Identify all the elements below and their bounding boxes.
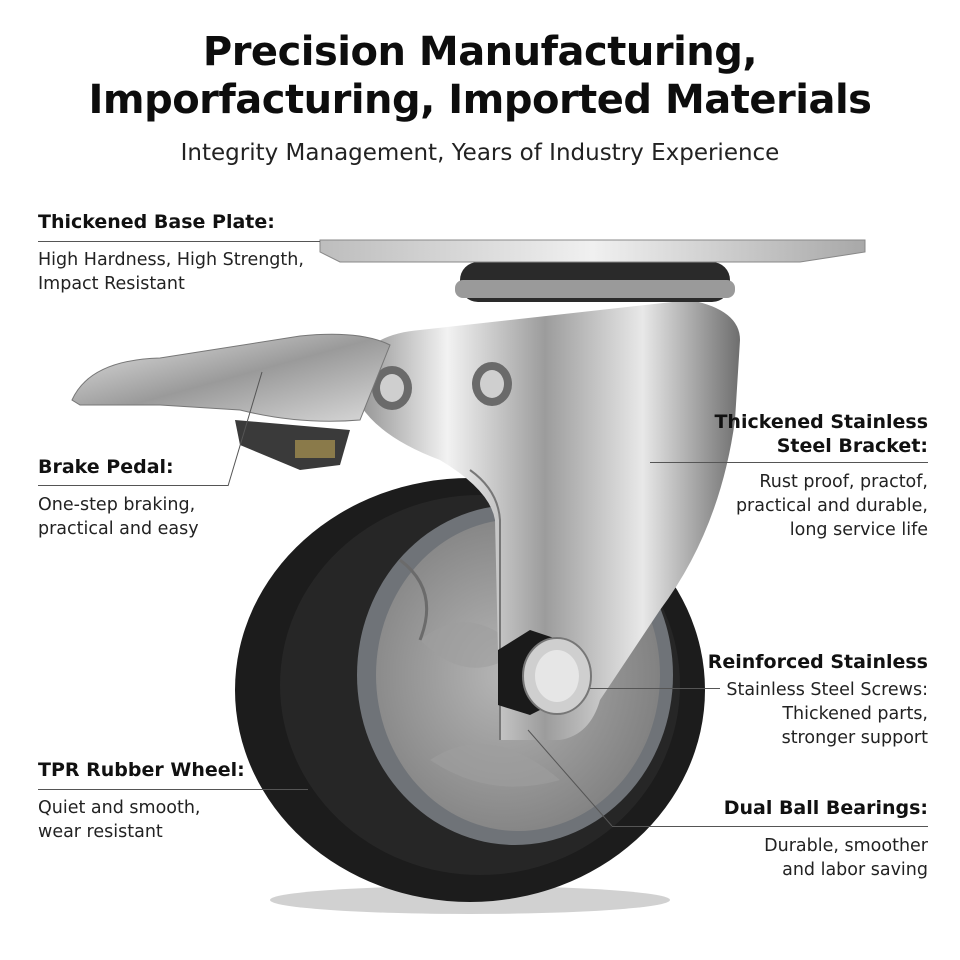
callout-heading: Steel Bracket:: [776, 435, 928, 457]
callout-text: wear resistant: [38, 822, 163, 842]
callout-text: Rust proof, practof,: [759, 472, 928, 492]
callout-brake-pedal: Brake Pedal: One-step braking, practical…: [38, 455, 199, 541]
callout-heading: Reinforced Stainless: [707, 651, 928, 673]
brake-pedal: [71, 333, 391, 470]
callout-text: Durable, smoother: [764, 836, 928, 856]
callout-text: Thickened parts,: [782, 704, 928, 724]
callout-heading: Dual Ball Bearings:: [723, 797, 928, 819]
callout-screws: Reinforced Stainless Stainless Steel Scr…: [708, 650, 928, 750]
leader-line: [38, 485, 228, 486]
callout-bearings: Dual Ball Bearings: Durable, smoother an…: [724, 796, 928, 882]
callout-heading: Thickened Base Plate:: [38, 211, 275, 233]
steel-bracket: [350, 262, 740, 740]
leader-line: [650, 462, 928, 463]
base-plate: [319, 239, 866, 263]
callout-tpr-wheel: TPR Rubber Wheel: Quiet and smooth, wear…: [38, 758, 245, 844]
title-line-1: Precision Manufacturing,: [202, 29, 758, 75]
callout-text: Quiet and smooth,: [38, 798, 201, 818]
callout-heading: Brake Pedal:: [38, 456, 174, 478]
callout-text: Stainless Steel Screws:: [726, 680, 928, 700]
leader-line: [527, 729, 613, 827]
callout-text: practical and durable,: [735, 496, 928, 516]
callout-text: long service life: [789, 520, 928, 540]
title-line-2: Imporfacturing, Imported Materials: [88, 77, 872, 123]
leader-line: [590, 688, 720, 689]
callout-heading: Thickened Stainless: [714, 411, 928, 433]
leader-line: [612, 826, 928, 827]
leader-line: [227, 371, 263, 487]
callout-text: practical and easy: [38, 519, 199, 539]
callout-text: and labor saving: [782, 860, 928, 880]
callout-text: High Hardness, High Strength,: [38, 250, 304, 270]
axle-screw: [498, 630, 592, 715]
callout-text: stronger support: [781, 728, 928, 748]
page-subtitle: Integrity Management, Years of Industry …: [180, 140, 780, 166]
callout-bracket: Thickened Stainless Steel Bracket: Rust …: [714, 410, 928, 542]
callout-text: Impact Resistant: [38, 274, 185, 294]
page-title: Precision Manufacturing, Imporfacturing,…: [0, 28, 960, 124]
leader-line: [38, 241, 320, 242]
callout-heading: TPR Rubber Wheel:: [38, 759, 245, 781]
callout-base-plate: Thickened Base Plate: High Hardness, Hig…: [38, 210, 304, 296]
callout-text: One-step braking,: [38, 495, 196, 515]
leader-line: [38, 789, 308, 790]
